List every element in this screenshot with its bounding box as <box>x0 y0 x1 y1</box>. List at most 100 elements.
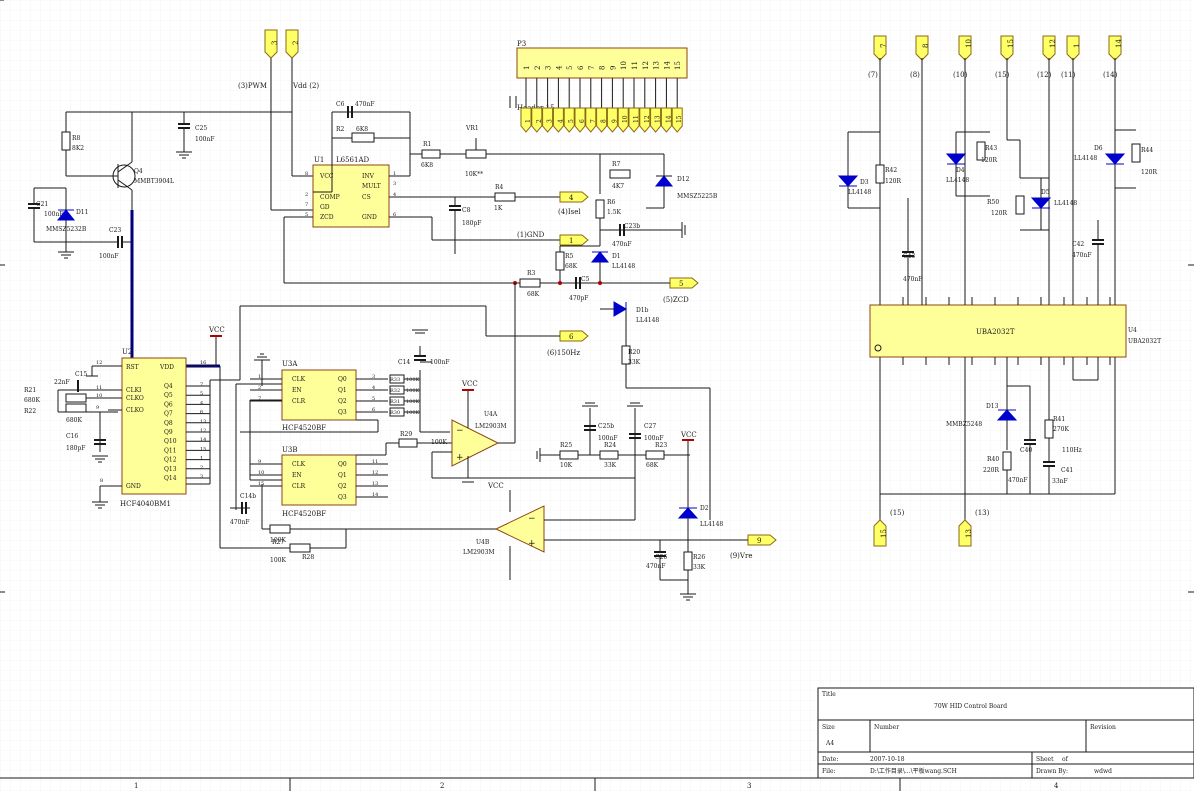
r26-ref: R26 <box>693 554 705 561</box>
header-pin-port <box>574 107 586 133</box>
r4-ref: R4 <box>495 184 504 191</box>
border-col-1: 1 <box>134 782 138 790</box>
d3-ref: D3 <box>860 179 869 186</box>
right-top-port <box>1042 35 1056 61</box>
ladder-resistor-value: 100K <box>406 377 420 383</box>
revision-label: Revision <box>1090 724 1116 731</box>
u1-pin-number: 5 <box>305 212 308 218</box>
r20-ref: R20 <box>628 349 640 356</box>
c25b-ref: C25b <box>598 423 614 430</box>
ladder-resistor-value: 100K <box>406 388 420 394</box>
divider-chain: R25 10K R24 33K R23 68K C25b 100nF C27 1… <box>536 402 723 594</box>
u4b-part: LM2903M <box>463 549 495 556</box>
r21-ref: R21 <box>24 387 36 394</box>
u1-part: L6561AD <box>336 156 370 164</box>
u2-pin-label: CLKI <box>126 387 142 394</box>
u3a-ref: U3A <box>282 360 298 368</box>
right-bottom-port-label: (13) <box>975 509 990 517</box>
vr1-ref: VR1 <box>465 125 479 132</box>
port-vdd-label: Vdd (2) <box>292 82 319 90</box>
svg-text:+: + <box>528 539 536 549</box>
u3-pin-label: Q2 <box>338 398 347 405</box>
opamp-u4b: − + U4B LM2903M VCC <box>262 482 748 580</box>
header-pin-number: 10 <box>620 61 628 70</box>
r50-ref: R50 <box>987 199 999 206</box>
header-pin-port <box>520 107 532 133</box>
d6-ref: D6 <box>1094 145 1103 152</box>
header-pin-port-number: 3 <box>547 119 554 123</box>
right-top-port <box>873 35 887 61</box>
d5-value: LL4148 <box>1054 200 1077 207</box>
u3-pin-label: Q3 <box>338 494 347 501</box>
r23-ref: R23 <box>655 442 667 449</box>
header-pin-number: 14 <box>663 61 671 70</box>
u3-pin-label: Q3 <box>338 409 347 416</box>
port-zcd-number: 5 <box>679 280 683 288</box>
file-value: D:\工作目录\...\平板wang.SCH <box>870 767 957 775</box>
d1-value: LL4148 <box>612 263 635 270</box>
r43-ref: R43 <box>985 145 997 152</box>
right-top-port-number: 7 <box>880 44 888 48</box>
u2-pin-label: Q12 <box>164 457 177 464</box>
r6-ref: R6 <box>607 199 616 206</box>
port-gnd-label: (1)GND <box>517 231 545 239</box>
r5-ref: R5 <box>565 253 574 260</box>
header-ref: P3 <box>517 40 526 48</box>
u2-pin-label: CLKO <box>126 407 144 414</box>
c6-ref: C6 <box>336 101 345 108</box>
right-ports-bottom: 15(15)13(13) <box>873 509 990 547</box>
header-pin-port <box>671 107 683 133</box>
r29-ref: R29 <box>400 431 412 438</box>
d13-ref: D13 <box>986 403 999 410</box>
port-zcd-label: (5)ZCD <box>663 296 689 304</box>
d2-value: LL4148 <box>700 521 723 528</box>
ladder-resistor-ref: R32 <box>390 388 400 394</box>
c14b-ref: C14b <box>240 493 256 500</box>
port-pwm-number: 3 <box>271 41 279 45</box>
header-pin-number: 13 <box>653 61 661 70</box>
c23b-ref: C23b <box>624 223 640 230</box>
r41-value: 270K <box>1053 426 1069 433</box>
c26-ref: C26 <box>655 554 667 561</box>
d1b-value: LL4148 <box>636 317 659 324</box>
svg-text:+: + <box>456 453 464 463</box>
u1-pin-label: GND <box>362 214 377 221</box>
u1-pin-label: CS <box>362 194 371 201</box>
u2-pin-number: 15 <box>200 446 206 452</box>
d6-value: LL4148 <box>1074 155 1097 162</box>
port-vdd: 2 Vdd (2) <box>285 29 319 90</box>
r40-value: 220R <box>983 467 999 474</box>
r6-value: 1.5K <box>607 209 622 216</box>
header-pin-port-number: 7 <box>590 119 597 123</box>
r23-value: 68K <box>646 462 659 469</box>
c16-ref: C16 <box>66 433 78 440</box>
r5-value: 68K <box>565 263 578 270</box>
right-bottom-port <box>958 519 972 547</box>
right-top-port-number: 12 <box>1049 39 1057 48</box>
header-pin-number: 5 <box>566 66 574 70</box>
u3-pin-number: 4 <box>372 385 375 391</box>
r8-value: 8K2 <box>72 145 84 152</box>
right-top-port <box>958 35 972 61</box>
r25-ref: R25 <box>560 442 572 449</box>
ladder-resistor-value: 100K <box>406 410 420 416</box>
ladder-resistor-ref: R31 <box>390 399 400 405</box>
r2-value: 6K8 <box>356 126 368 133</box>
r1-vr1-network: R1 6K8 VR1 10K** <box>389 125 665 208</box>
header-pin-number: 7 <box>588 66 596 70</box>
c40-ref: C40 <box>1020 447 1032 454</box>
vcc-label-u2: VCC <box>208 326 225 334</box>
port-150hz: 6 (6)150Hz <box>547 330 589 357</box>
right-top-port-label: (8) <box>910 71 920 79</box>
u3-pin-label: Q0 <box>338 376 347 383</box>
r7-value: 4K7 <box>612 183 624 190</box>
r50-value: 120R <box>991 210 1007 217</box>
u1-pin-label: INV <box>362 173 375 180</box>
drawn-value: wdwd <box>1094 768 1112 775</box>
port-pwm: 3 (3)PWM <box>238 29 279 90</box>
r29: R29 100K <box>356 431 452 456</box>
